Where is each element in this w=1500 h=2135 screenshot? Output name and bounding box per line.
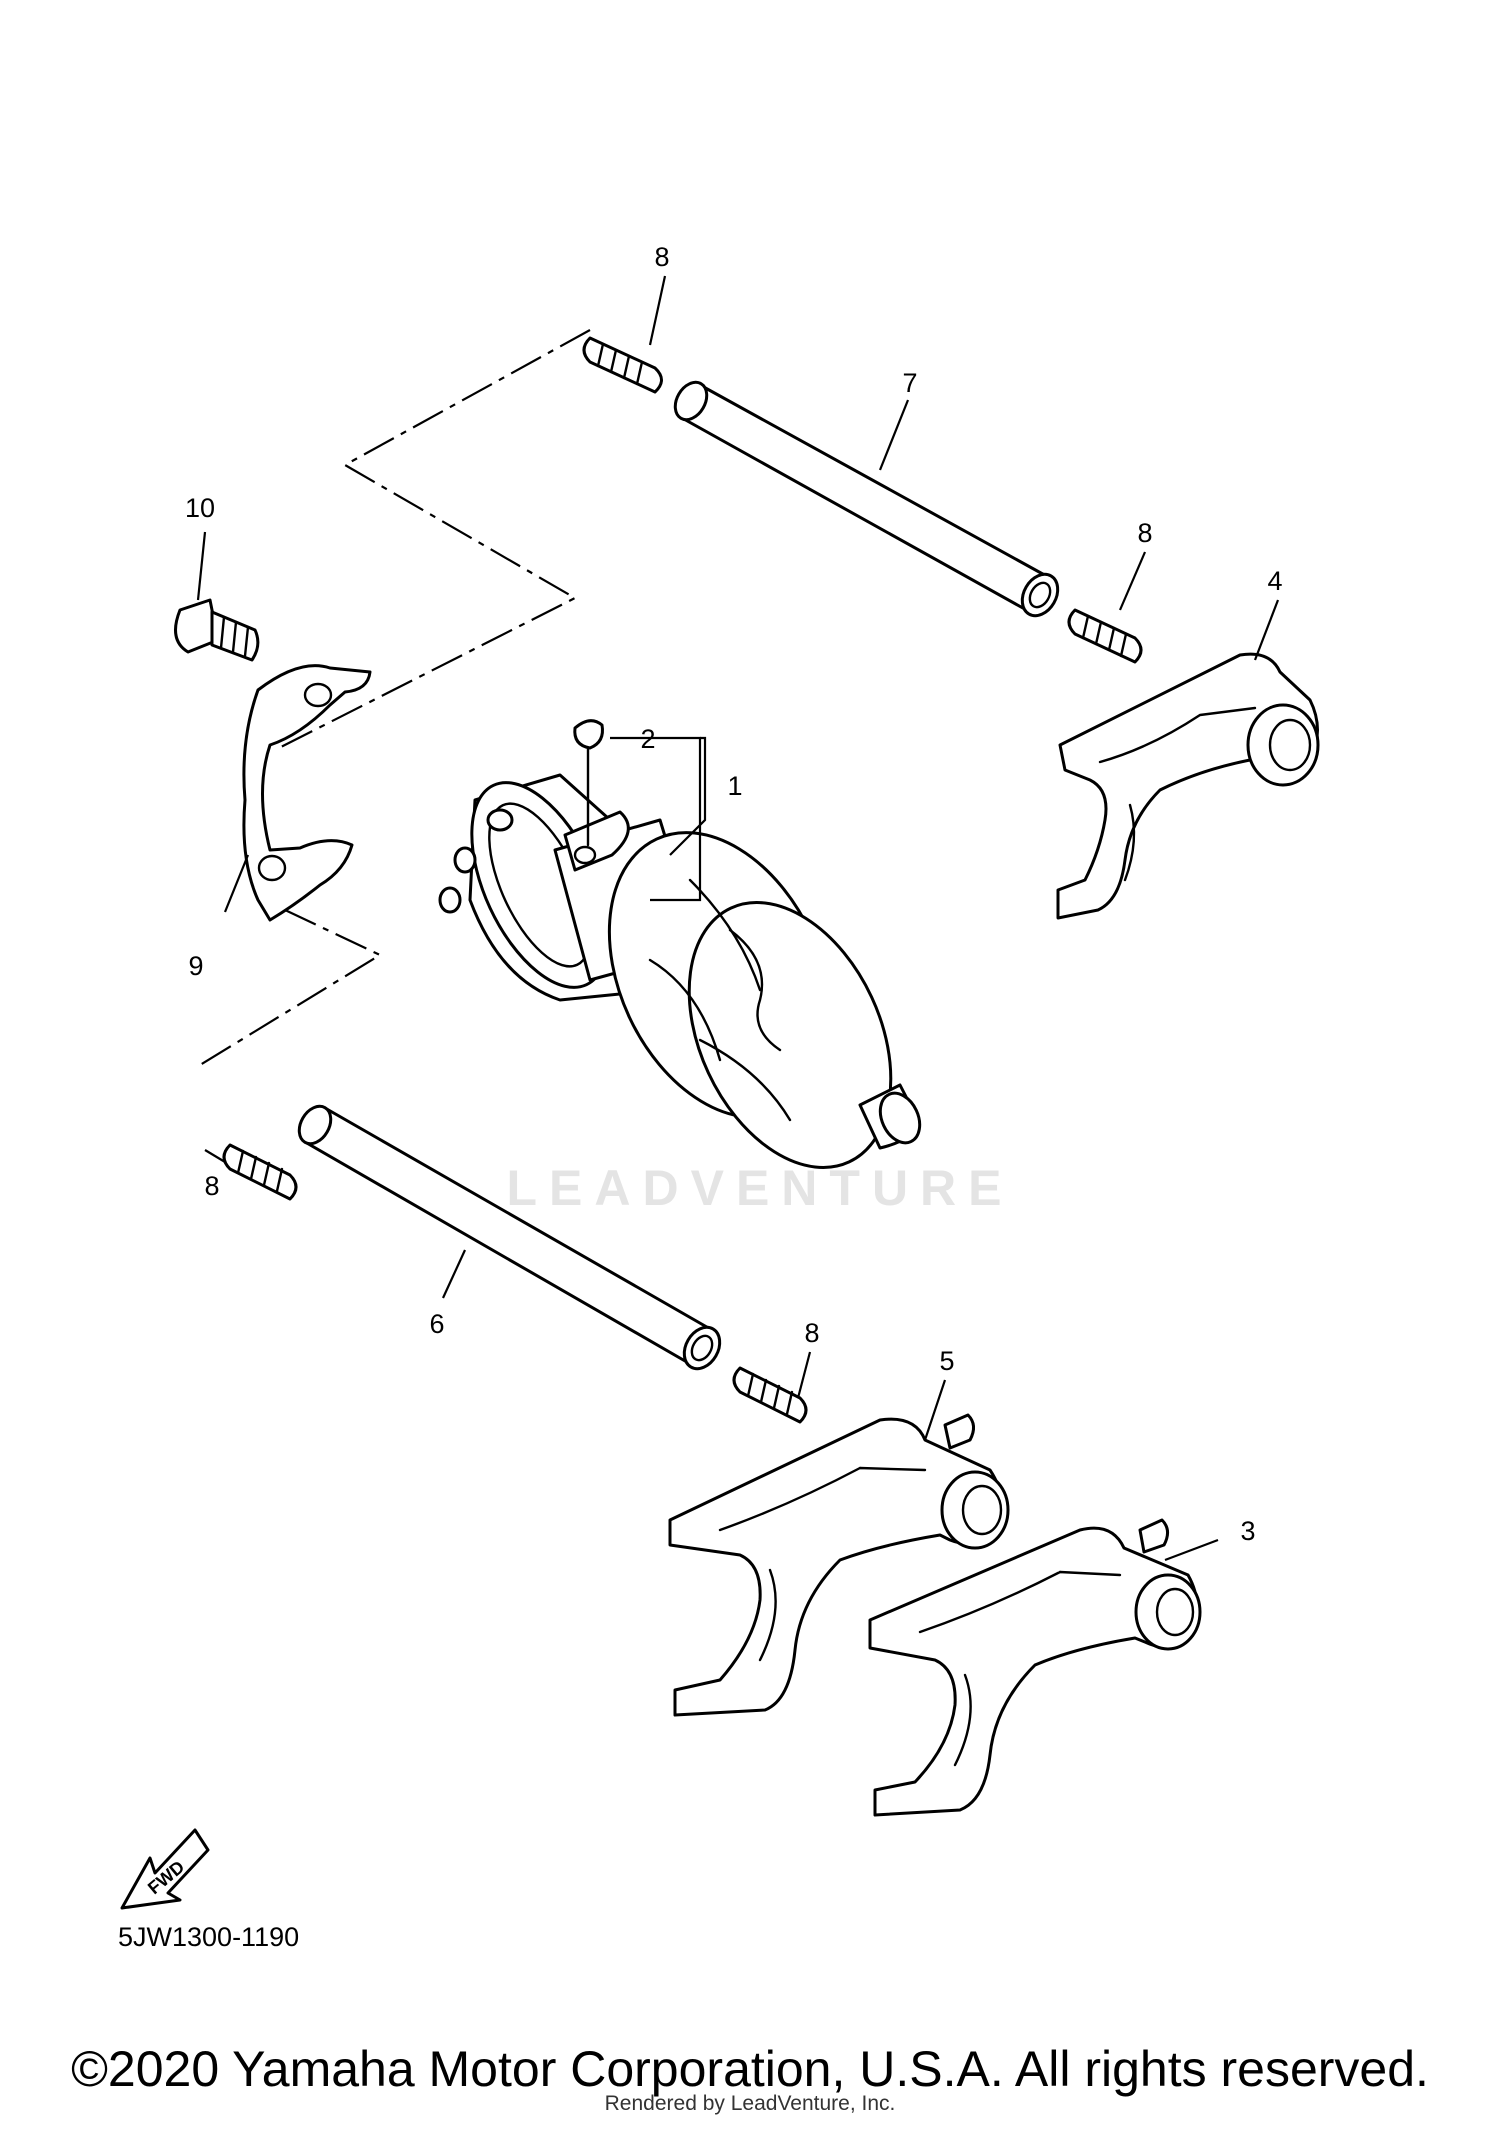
pin-part-2[interactable]	[573, 719, 604, 847]
callout-8-bottom: 8	[804, 1318, 819, 1348]
callout-8-left: 8	[204, 1171, 219, 1201]
callout-8-right: 8	[1137, 518, 1152, 548]
alignment-line-upper	[274, 329, 591, 751]
stopper-plate-part-9[interactable]	[242, 664, 372, 922]
spring-part-8-top[interactable]	[582, 336, 663, 394]
callout-3: 3	[1240, 1516, 1255, 1546]
spring-part-8-left[interactable]	[222, 1143, 298, 1201]
shift-fork-shaft-7[interactable]	[669, 377, 1065, 622]
shift-fork-part-3[interactable]	[868, 1518, 1202, 1817]
copyright-text: ©2020 Yamaha Motor Corporation, U.S.A. A…	[71, 2041, 1429, 2097]
callout-10: 10	[185, 493, 215, 523]
rendered-by-text: Rendered by LeadVenture, Inc.	[604, 2092, 896, 2115]
alignment-line-lower	[199, 909, 383, 1066]
shift-fork-part-4[interactable]	[1056, 652, 1320, 920]
callout-5: 5	[939, 1346, 954, 1376]
callout-1: 1	[727, 771, 742, 801]
part-code-label: 5JW1300-1190	[118, 1922, 300, 1952]
forward-arrow-icon: FWD	[120, 1828, 210, 1910]
shift-fork-part-5[interactable]	[668, 1413, 1010, 1717]
callout-8-top: 8	[654, 242, 669, 272]
watermark-text: LEADVENTURE	[506, 1160, 1013, 1216]
shift-drum-part-1[interactable]	[438, 762, 931, 1200]
spring-part-8-right[interactable]	[1067, 608, 1143, 664]
shift-fork-shaft-6[interactable]	[293, 1101, 727, 1375]
callout-7: 7	[902, 368, 917, 398]
callout-4: 4	[1267, 566, 1282, 596]
callout-9: 9	[188, 951, 203, 981]
callout-6: 6	[429, 1309, 444, 1339]
spring-part-8-bottom[interactable]	[732, 1366, 808, 1424]
callout-2: 2	[640, 724, 655, 754]
bolt-part-10[interactable]	[174, 598, 260, 662]
